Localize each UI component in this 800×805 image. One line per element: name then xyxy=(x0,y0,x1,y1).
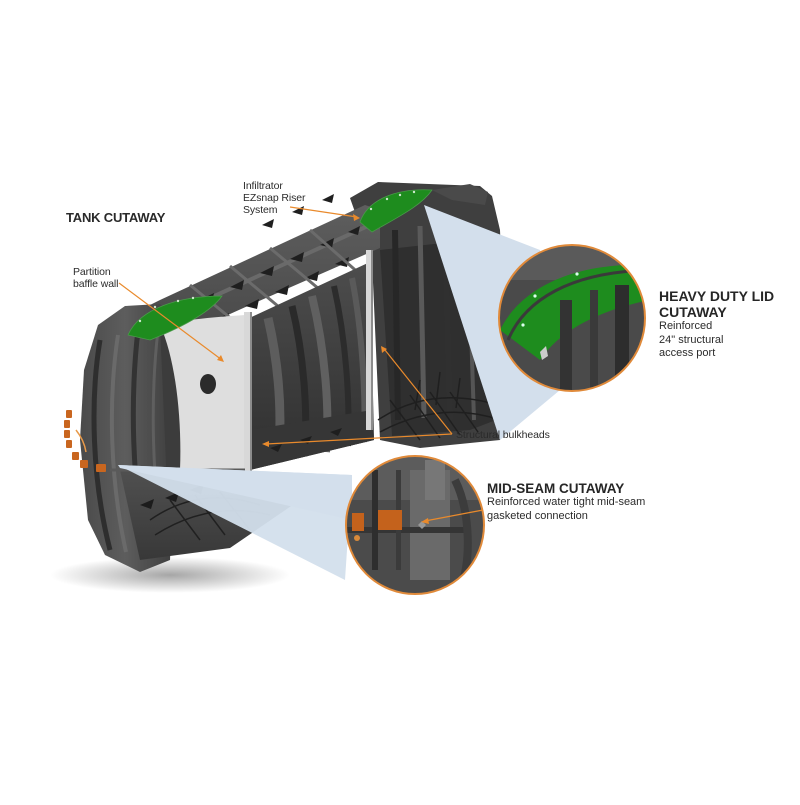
lid-callout-title-line: HEAVY DUTY LID xyxy=(659,288,775,304)
partition-baffle-wall xyxy=(160,315,246,470)
bulkhead-leader-line-lower xyxy=(265,433,453,445)
midseam-callout-text: MID-SEAM CUTAWAY Reinforced water tight … xyxy=(487,481,645,523)
partition-label-line: Partition xyxy=(73,266,111,278)
bulkheads-label: Structural bulkheads xyxy=(456,429,550,441)
partition-label: Partition baffle wall xyxy=(73,266,119,291)
partition-leader-line xyxy=(118,282,223,361)
diagram-title: TANK CUTAWAY xyxy=(66,210,166,225)
lid-callout-title-line: CUTAWAY xyxy=(659,303,727,320)
lid-callout-title: HEAVY DUTY LID CUTAWAY xyxy=(659,288,775,320)
riser-label-line: EZsnap Riser xyxy=(243,192,306,205)
riser-label-line: System xyxy=(243,204,278,217)
lid-callout-body: Reinforced 24" structural access port xyxy=(659,320,774,360)
lid-callout-circle xyxy=(498,244,646,392)
far-green-lid xyxy=(359,184,488,233)
seam-projection-cone-top xyxy=(118,465,352,520)
lid-callout-text: HEAVY DUTY LID CUTAWAY Reinforced 24" st… xyxy=(659,288,775,361)
midseam-callout-title: MID-SEAM CUTAWAY xyxy=(487,481,625,496)
far-floor-grid xyxy=(377,371,501,441)
leader-arrowheads xyxy=(217,214,429,524)
leader-lines xyxy=(118,206,484,522)
riser-label: Infiltrator EZsnap Riser System xyxy=(243,180,306,217)
midseam-callout-circle xyxy=(345,455,485,595)
midseam-callout-body: Reinforced water tight mid-seam gasketed… xyxy=(487,496,645,523)
midseam-callout-body-line: Reinforced water tight mid-seam xyxy=(487,496,646,509)
partition-label-line: baffle wall xyxy=(73,278,119,291)
midseam-leader-line xyxy=(424,509,484,522)
near-green-lid xyxy=(127,295,223,341)
structural-bulkheads xyxy=(244,250,373,472)
riser-leader-line xyxy=(289,206,358,218)
baffle-wall-port xyxy=(200,374,216,394)
midseam-callout-body-line: gasketed connection xyxy=(487,509,588,522)
ground-shadow xyxy=(50,557,290,593)
middle-compartment xyxy=(245,262,374,470)
riser-label-line: Infiltrator xyxy=(243,180,283,192)
bulkhead-leader-line-upper xyxy=(384,349,453,435)
lid-callout-body-line: Reinforced xyxy=(659,320,713,333)
lid-callout-body-line: 24" structural xyxy=(659,333,724,346)
lid-callout-body-line: access port xyxy=(659,347,716,360)
